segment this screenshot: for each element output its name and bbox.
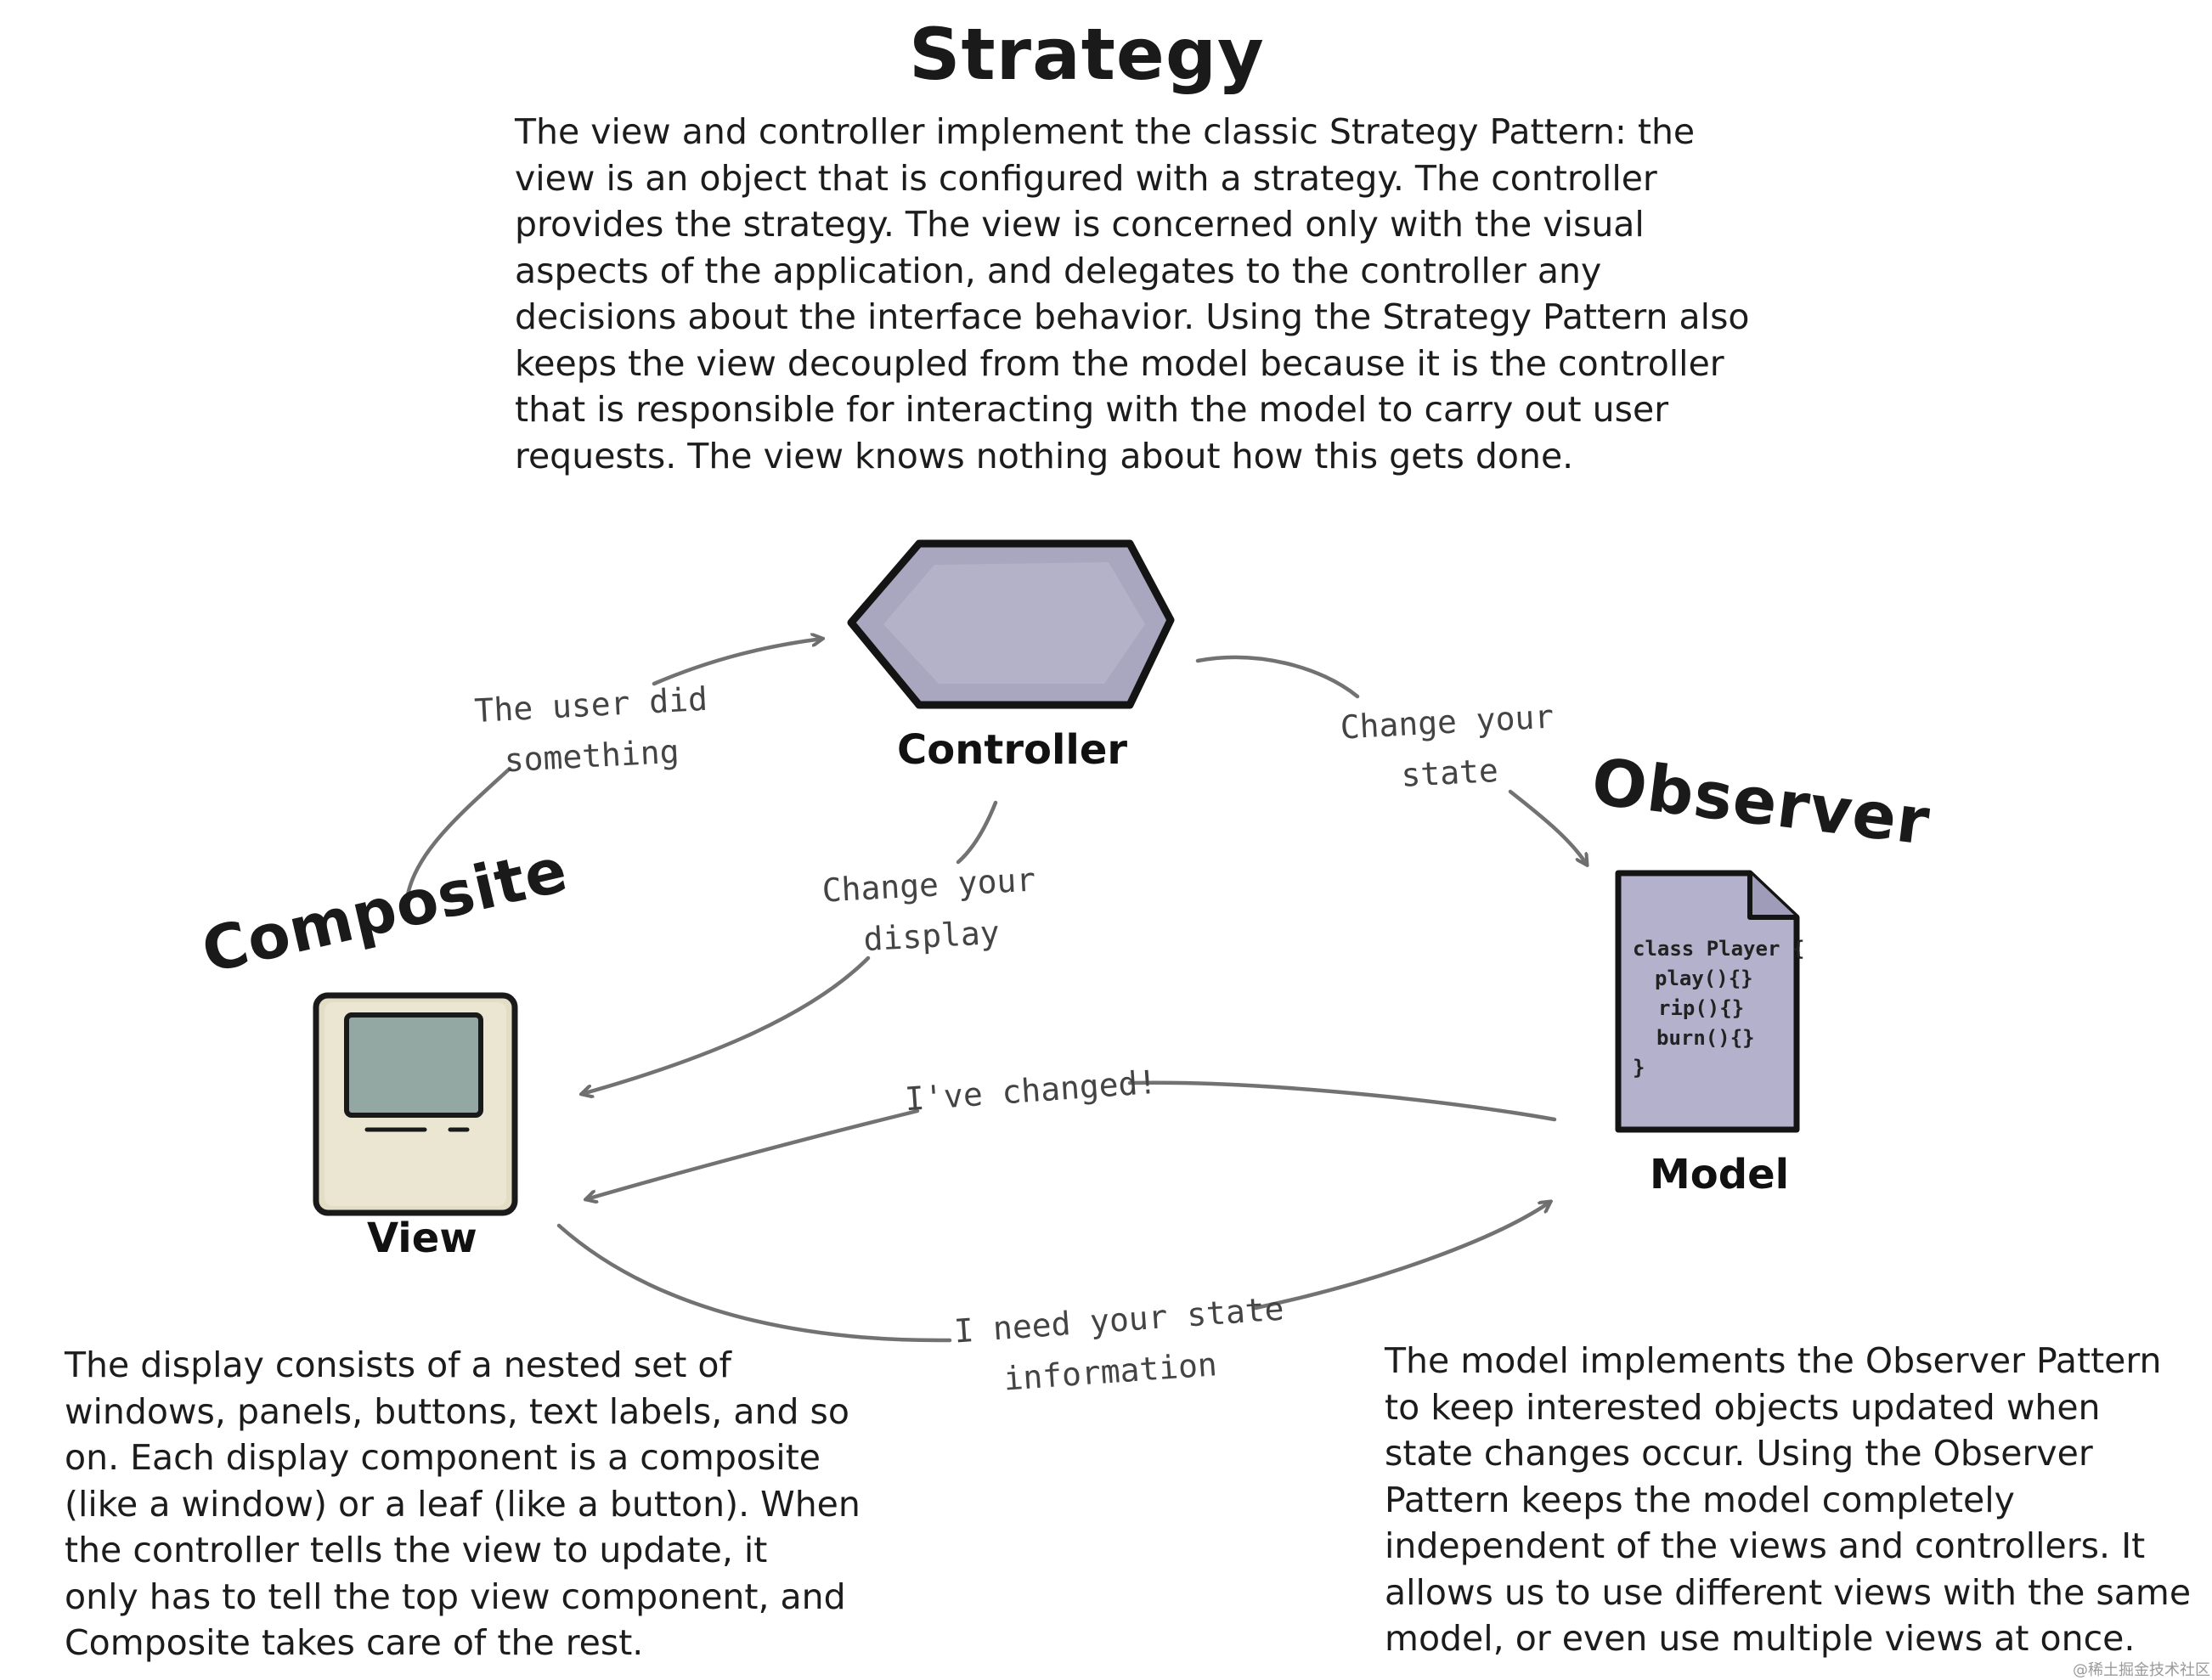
strategy-line: decisions about the interface behavior. … [515,296,1750,337]
strategy-line: aspects of the application, and delegate… [515,250,1602,291]
code-line: play(){} [1655,967,1753,990]
observer-line: The model implements the Observer Patter… [1385,1340,2162,1381]
observer-line: state changes occur. Using the Observer [1385,1433,2093,1474]
composite-line: only has to tell the top view component,… [65,1576,846,1617]
strategy-heading: Strategy [909,13,1265,96]
controller-label: Controller [897,726,1128,774]
strategy-line: view is an object that is configured wit… [515,157,1657,199]
strategy-line: provides the strategy. The view is conce… [515,204,1645,245]
composite-line: Composite takes care of the rest. [65,1622,644,1663]
observer-line: to keep interested objects updated when [1385,1386,2101,1428]
composite-description: The display consists of a nested set of … [65,1342,861,1666]
strategy-line: The view and controller implement the cl… [515,111,1696,152]
strategy-line: keeps the view decoupled from the model … [515,342,1724,384]
composite-line: The display consists of a nested set of [65,1345,731,1385]
composite-line: windows, panels, buttons, text labels, a… [65,1390,849,1432]
strategy-line: requests. The view knows nothing about h… [515,435,1574,476]
composite-line: (like a window) or a leaf (like a button… [65,1483,861,1525]
strategy-description: The view and controller implement the cl… [515,109,1750,479]
observer-line: model, or even use multiple views at onc… [1385,1618,2136,1659]
model-label: Model [1650,1151,1790,1198]
label-need-state: I need your state information [952,1285,1285,1408]
arrow-view-to-model [556,1223,952,1343]
composite-line: the controller tells the view to update,… [65,1530,768,1570]
arrow-controller-to-model-head-segment [1508,789,1587,865]
arrow-view-to-controller [403,766,512,911]
controller-hexagon-icon [847,539,1175,709]
code-line: rip(){} [1658,996,1745,1020]
label-change-display: Change your display [817,854,1043,967]
code-line: } [1633,1056,1645,1080]
observer-line: independent of the views and controllers… [1385,1525,2146,1566]
arrow-model-to-view-head-segment [586,1108,920,1199]
observer-line: allows us to use different views with th… [1385,1571,2192,1613]
model-code: class Player { play(){} rip(){} burn(){}… [1633,934,1804,1083]
label-user-did-something: The user did something [473,674,708,787]
observer-line: Pattern keeps the model completely [1385,1479,2015,1520]
label-change-state: Change your state [1335,691,1561,803]
arrow-view-to-model-head-segment [1253,1202,1550,1311]
watermark: @稀土掘金技术社区 [2073,1661,2210,1679]
view-label: View [367,1215,477,1262]
arrow-controller-to-model [1195,655,1360,699]
arrow-view-to-controller-head-segment [652,639,822,686]
arrow-model-to-view [1127,1080,1557,1122]
arrow-controller-to-view [956,800,998,865]
view-computer-icon [313,992,518,1216]
strategy-line: that is responsible for interacting with… [515,389,1669,430]
code-line: class Player { [1633,937,1805,961]
model-document-icon [1615,870,1800,1133]
code-line: burn(){} [1656,1026,1755,1050]
composite-line: on. Each display component is a composit… [65,1437,821,1478]
arrow-controller-to-view-head-segment [582,956,871,1094]
observer-description: The model implements the Observer Patter… [1385,1338,2191,1662]
